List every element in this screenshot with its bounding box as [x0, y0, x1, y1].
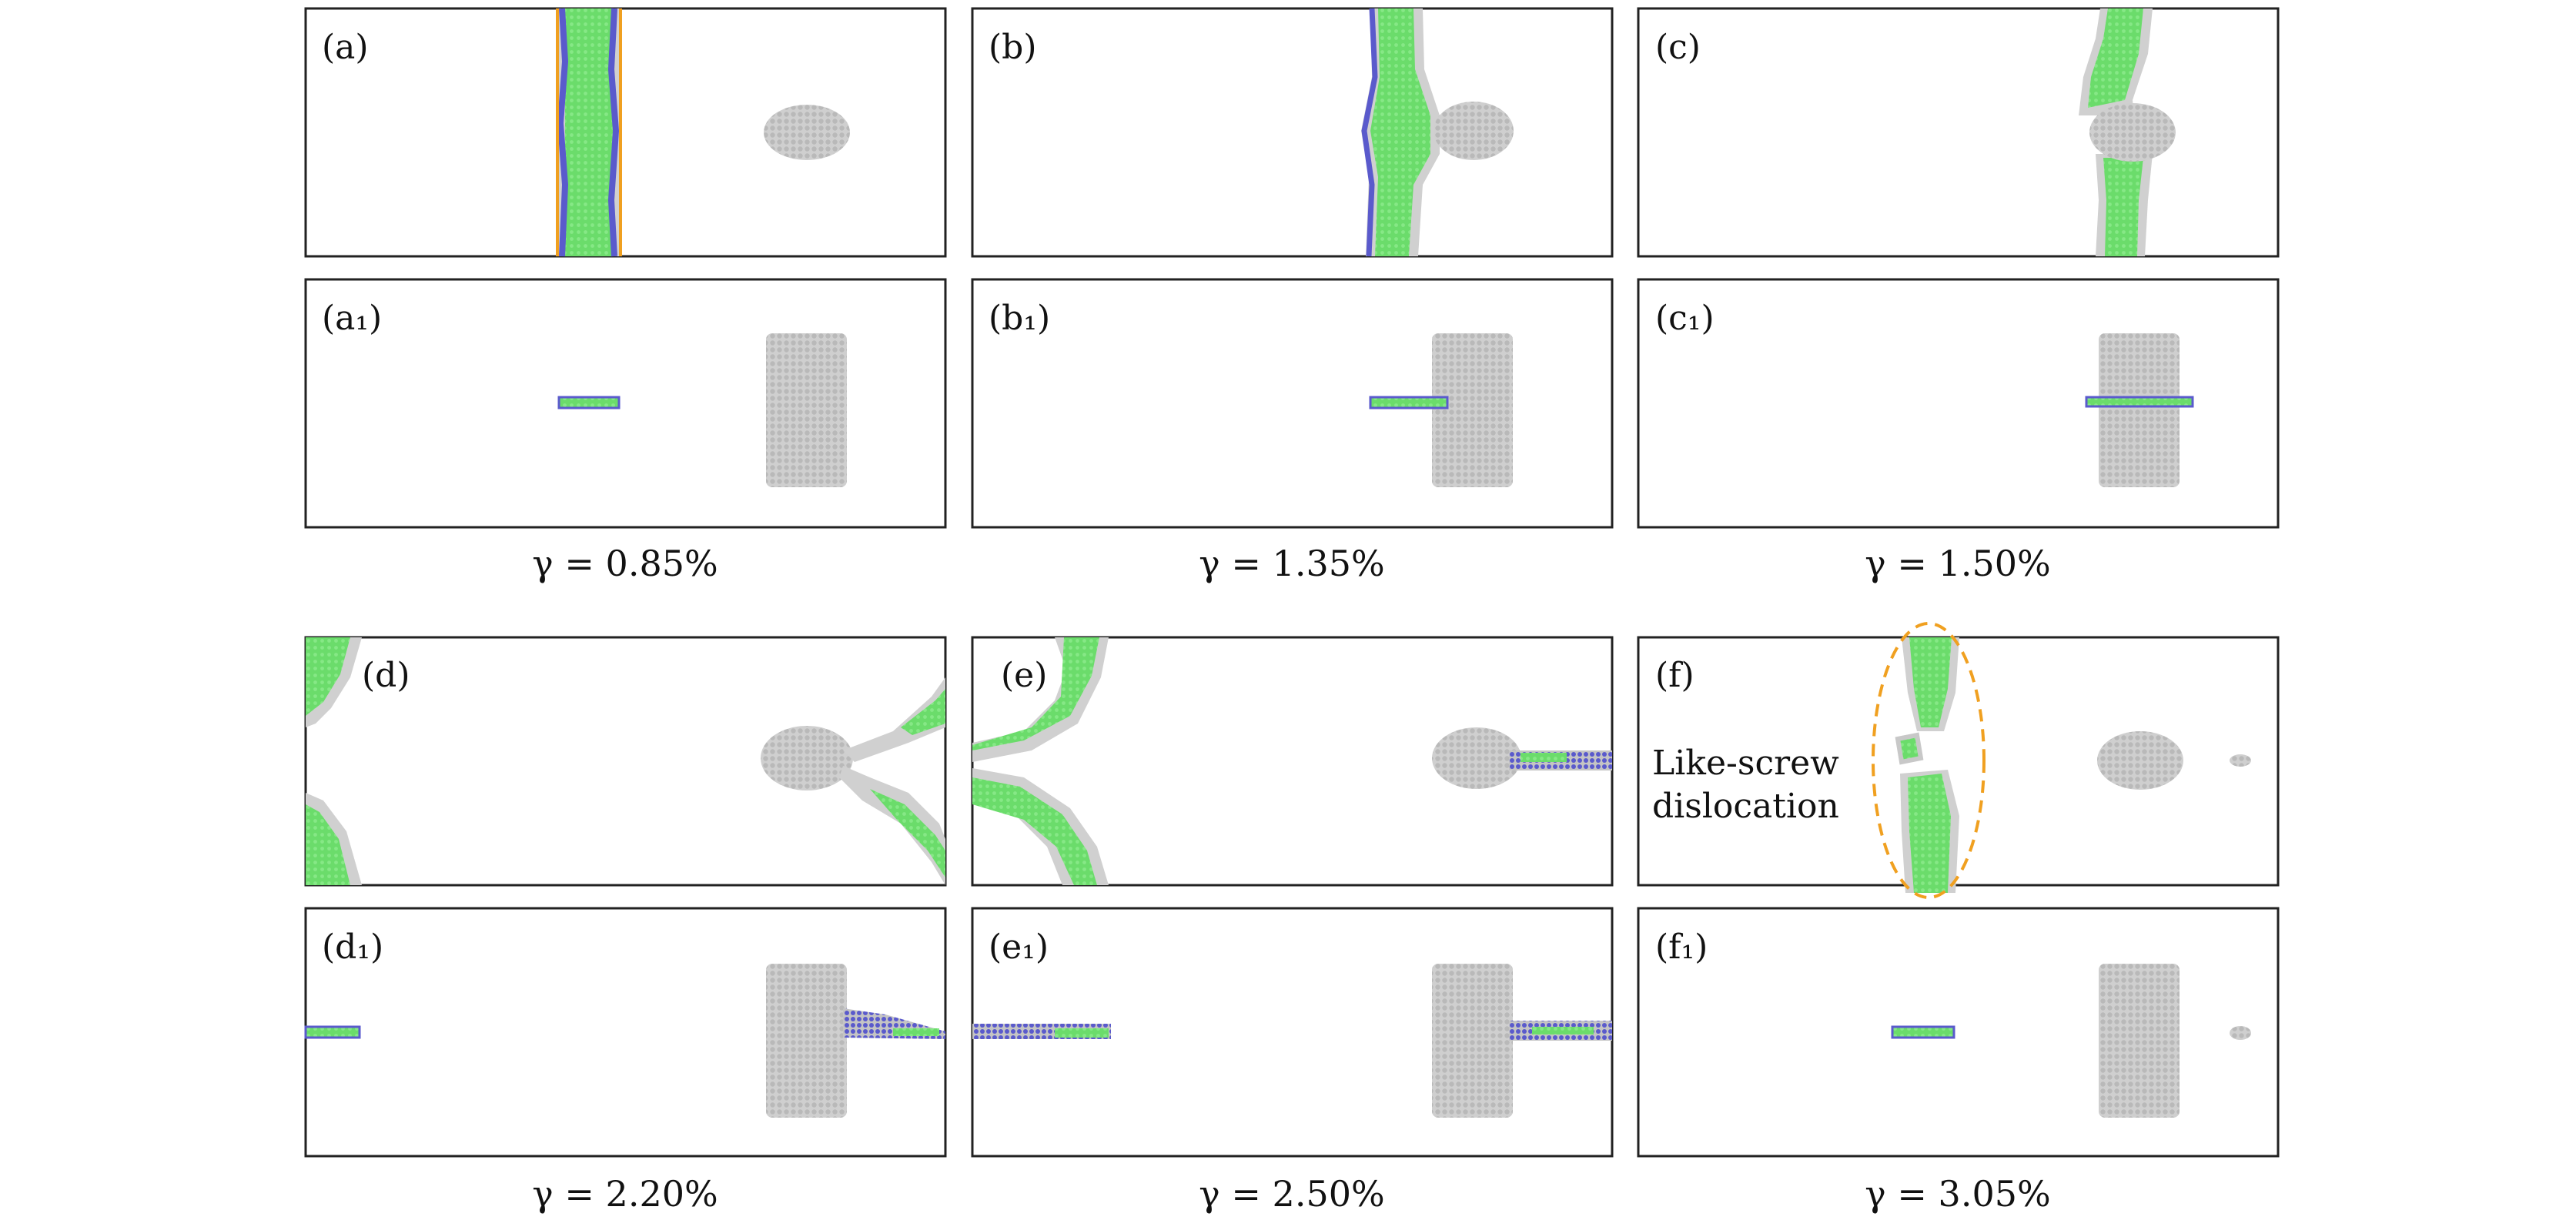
precipitate — [766, 964, 847, 1118]
stacking-fault-band-upper-left — [972, 637, 1099, 750]
small-precipitate — [2230, 754, 2251, 767]
panel-label: (d₁) — [322, 928, 383, 967]
stacking-fault-edge — [2085, 396, 2194, 408]
panel-frame — [1637, 907, 2280, 1158]
partial-dislocation-left — [557, 8, 569, 257]
panel-c1: (c₁) — [1637, 278, 2280, 529]
strain-label: γ = 1.35% — [1199, 543, 1384, 584]
panel-frame — [304, 278, 947, 529]
precipitate — [766, 333, 847, 487]
panel-label: (a₁) — [322, 299, 382, 338]
panel-label: (f) — [1655, 656, 1694, 695]
stacking-fault-strip-left — [1055, 1028, 1109, 1038]
stacking-fault-band-lower-left — [972, 777, 1097, 885]
dislocation-arc-upper-right — [843, 677, 945, 762]
stacking-fault-arc-top-left — [306, 637, 350, 716]
strain-label: γ = 2.50% — [1199, 1173, 1384, 1215]
stacking-fault-band-upper — [2088, 8, 2143, 108]
stacking-fault-band — [1370, 8, 1430, 256]
stacking-fault-band-lower — [2103, 158, 2143, 256]
panel-e: (e) — [971, 636, 1614, 887]
precipitate — [2089, 103, 2176, 162]
stacking-fault-band-upper — [1909, 637, 1952, 727]
dislocation-arc-lower-right — [839, 766, 945, 885]
precipitate — [1432, 727, 1521, 789]
stacking-fault-edge — [304, 1025, 361, 1039]
precipitate — [761, 726, 853, 790]
strain-label: γ = 1.50% — [1865, 543, 2050, 584]
small-precipitate — [2230, 1026, 2251, 1040]
panel-f: Like-screw dislocation (f) — [1637, 622, 2280, 899]
panel-c: (c) — [1637, 7, 2280, 258]
stacking-fault-strip-right — [1532, 1027, 1594, 1034]
stacking-fault-band — [565, 8, 613, 256]
stacking-fault-arc-upper-right — [901, 689, 945, 735]
stacking-fault-edge — [1369, 396, 1449, 409]
stacking-fault-edge — [557, 396, 621, 409]
panel-label: (a) — [322, 28, 369, 67]
neck-fragment — [1895, 732, 1924, 765]
precipitate — [1432, 333, 1513, 487]
panel-b: (b) — [971, 7, 1614, 258]
panel-label: (c) — [1655, 28, 1701, 67]
stacking-fault-arc-lower-right — [870, 789, 945, 877]
precipitate — [1432, 964, 1513, 1118]
annotation-line-2: dislocation — [1652, 787, 1839, 826]
panel-e1: (e₁) — [971, 907, 1614, 1158]
panel-label: (d) — [362, 656, 410, 695]
stacking-fault-arc-bottom-left — [306, 804, 350, 885]
stacking-fault-strip-right — [1521, 753, 1567, 762]
panel-label: (f₁) — [1655, 928, 1708, 967]
panel-label: (e₁) — [989, 928, 1049, 967]
strain-label: γ = 3.05% — [1865, 1173, 2050, 1215]
precipitate — [2099, 333, 2180, 487]
panel-label: (e) — [1001, 656, 1047, 695]
panel-a: (a) — [304, 7, 947, 258]
stacking-fault-band-lower — [1908, 774, 1951, 893]
panel-d: (d) — [304, 636, 947, 887]
strain-label: γ = 2.20% — [532, 1173, 718, 1215]
panel-b1: (b₁) — [971, 278, 1614, 529]
panel-d1: (d₁) — [304, 907, 947, 1158]
stacking-fault-strip-right — [893, 1028, 939, 1036]
partial-dislocation-left — [1361, 8, 1378, 257]
panel-label: (b₁) — [989, 299, 1050, 338]
panel-frame — [971, 7, 1614, 258]
highlight-ellipse — [1872, 622, 1986, 899]
panel-label: (c₁) — [1655, 299, 1715, 338]
precipitate — [764, 105, 850, 160]
panel-label: (b) — [989, 28, 1037, 67]
stacking-fault-edge — [1891, 1025, 1955, 1039]
precipitate — [1434, 102, 1514, 160]
precipitate — [2099, 964, 2180, 1118]
panel-a1: (a₁) — [304, 278, 947, 529]
panel-f1: (f₁) — [1637, 907, 2280, 1158]
panel-frame — [1637, 7, 2280, 258]
annotation-line-1: Like-screw — [1652, 744, 1839, 783]
panel-frame — [971, 278, 1614, 529]
precipitate — [2097, 731, 2183, 790]
strain-label: γ = 0.85% — [532, 543, 718, 584]
partial-dislocation-right — [607, 8, 620, 257]
